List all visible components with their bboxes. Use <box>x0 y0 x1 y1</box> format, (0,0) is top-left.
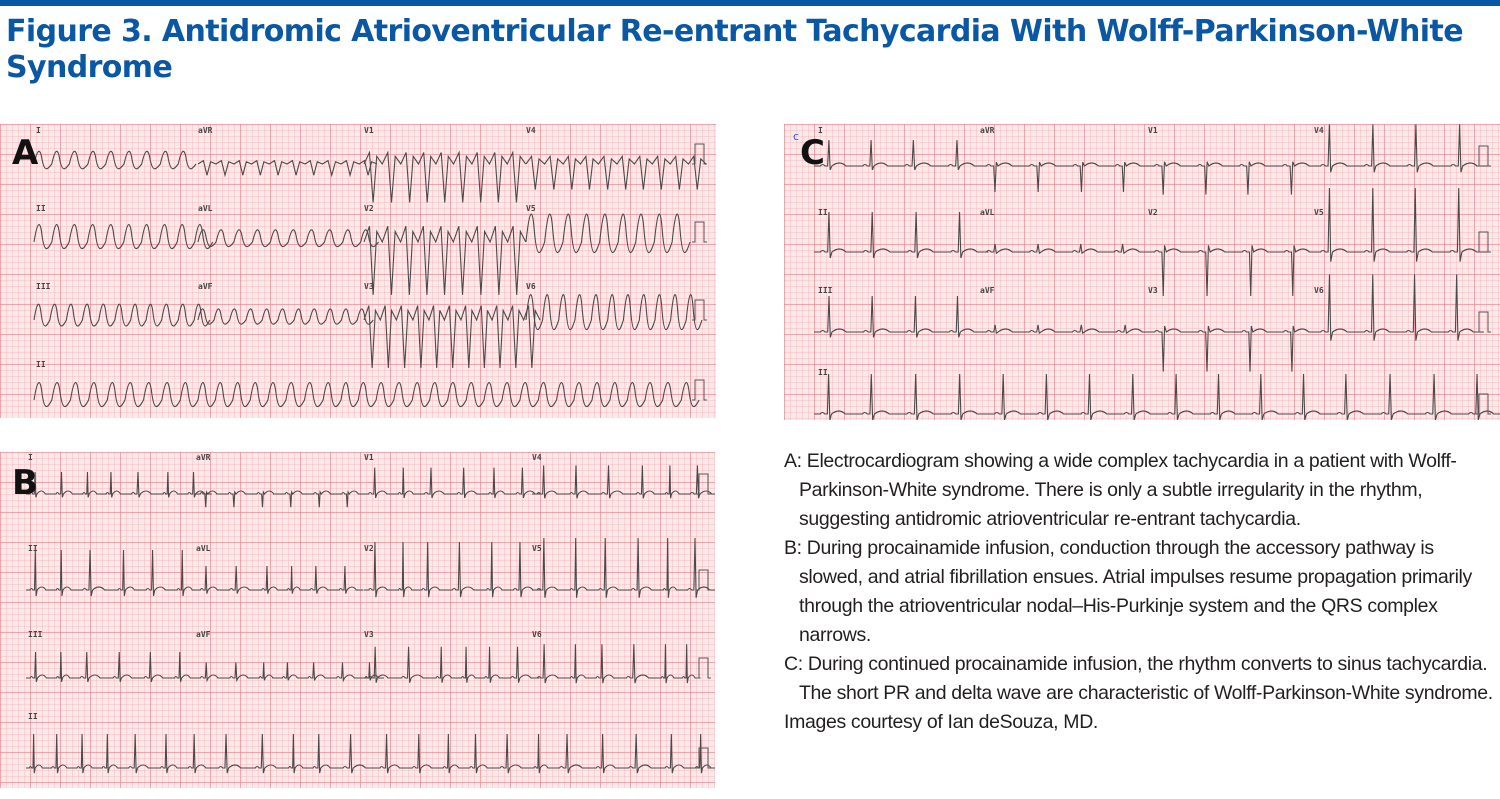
top-rule <box>0 0 1500 6</box>
ecg-panel-a: A I aVR V1 V4 II aVL V2 V5 III aVF V3 V6… <box>0 124 716 418</box>
ecg-panel-b: B I aVR V1 V4 II aVL V2 V5 III aVF V3 V6… <box>0 452 715 788</box>
lead-label: aVF <box>196 630 211 639</box>
lead-label: I <box>36 126 41 135</box>
lead-label: V5 <box>1314 208 1324 217</box>
caption-item-a: A: Electrocardiogram showing a wide comp… <box>784 450 1457 530</box>
caption-item-b: B: During procainamide infusion, conduct… <box>784 537 1472 646</box>
lead-label: I <box>28 453 33 462</box>
ecg-panel-c: C I aVR V1 V4 II aVL V2 V5 III aVF V3 V6… <box>784 124 1500 420</box>
lead-label: V3 <box>1148 286 1158 295</box>
lead-label: V1 <box>1148 126 1158 135</box>
stray-mark: c <box>793 130 800 143</box>
lead-label: II <box>36 360 46 369</box>
lead-label: II <box>28 712 38 721</box>
lead-label: V6 <box>532 630 542 639</box>
lead-label: aVL <box>198 204 213 213</box>
lead-label: V1 <box>364 126 374 135</box>
lead-label: V1 <box>364 453 374 462</box>
lead-label: V5 <box>526 204 536 213</box>
lead-label: V3 <box>364 630 374 639</box>
lead-label: aVL <box>196 544 211 553</box>
lead-label: II <box>818 208 828 217</box>
lead-label: V2 <box>364 544 374 553</box>
lead-label: II <box>818 368 828 377</box>
lead-label: aVF <box>980 286 995 295</box>
lead-label: aVL <box>980 208 995 217</box>
lead-label: aVR <box>980 126 995 135</box>
ecg-traces-b <box>26 465 715 774</box>
lead-label: aVR <box>198 126 213 135</box>
lead-label: III <box>818 286 833 295</box>
panel-letter-a: A <box>12 133 39 173</box>
lead-label: III <box>28 630 43 639</box>
ecg-traces-c <box>814 124 1500 420</box>
lead-label: V3 <box>364 282 374 291</box>
lead-label: V4 <box>526 126 536 135</box>
figure-title: Figure 3. Antidromic Atrioventricular Re… <box>6 14 1464 85</box>
lead-label: V5 <box>532 544 542 553</box>
figure-caption: A: Electrocardiogram showing a wide comp… <box>784 447 1500 737</box>
image-credit: Images courtesy of Ian deSouza, MD. <box>784 711 1098 733</box>
lead-label: II <box>36 204 46 213</box>
lead-label: V4 <box>532 453 542 462</box>
lead-label: V2 <box>1148 208 1158 217</box>
panel-letter-b: B <box>12 463 38 503</box>
lead-label: V6 <box>1314 286 1324 295</box>
lead-label: aVF <box>198 282 213 291</box>
lead-label: V6 <box>526 282 536 291</box>
lead-label: I <box>818 126 823 135</box>
caption-item-c: C: During continued procainamide infusio… <box>784 653 1493 704</box>
panel-letter-c: C <box>800 133 825 173</box>
lead-label: V4 <box>1314 126 1324 135</box>
lead-label: aVR <box>196 453 211 462</box>
ecg-traces-a <box>33 143 707 408</box>
lead-label: V2 <box>364 204 374 213</box>
lead-label: III <box>36 282 51 291</box>
lead-label: II <box>28 544 38 553</box>
